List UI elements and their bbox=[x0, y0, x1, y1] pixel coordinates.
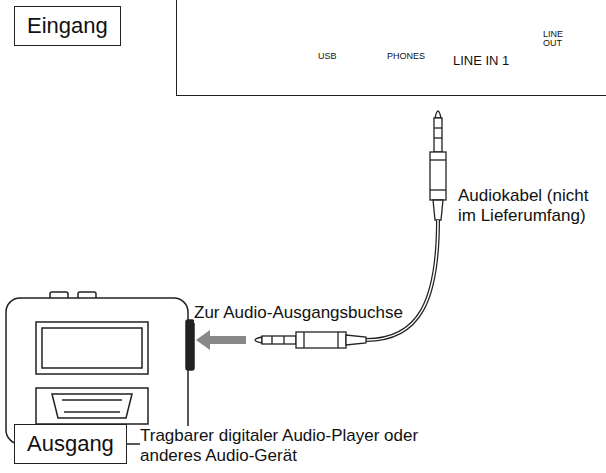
plug-horizontal bbox=[255, 332, 366, 348]
jack-label: PHONES bbox=[387, 52, 425, 61]
heading-box: Eingang bbox=[14, 6, 121, 46]
note-label: Tragbarer digitaler Audio-Player oder an… bbox=[140, 426, 440, 467]
heading-text: Ausgang bbox=[27, 431, 114, 457]
plug-vertical bbox=[430, 111, 446, 220]
jack-label: LINE IN 1 bbox=[453, 54, 509, 68]
jack-label: LINE OUT bbox=[543, 30, 569, 49]
audio-player bbox=[6, 292, 194, 444]
note-label: Audiokabel (nicht im Lieferumfang) bbox=[458, 186, 598, 227]
note-label: Zur Audio-Ausgangsbuchse bbox=[194, 303, 403, 323]
jack-label: USB bbox=[318, 52, 337, 61]
heading-text: Eingang bbox=[27, 13, 108, 39]
heading-box: Ausgang bbox=[14, 424, 127, 464]
device-panel: PHONES USB LINE IN 1 LINE OUT bbox=[176, 0, 606, 96]
insert-arrow bbox=[196, 330, 246, 350]
